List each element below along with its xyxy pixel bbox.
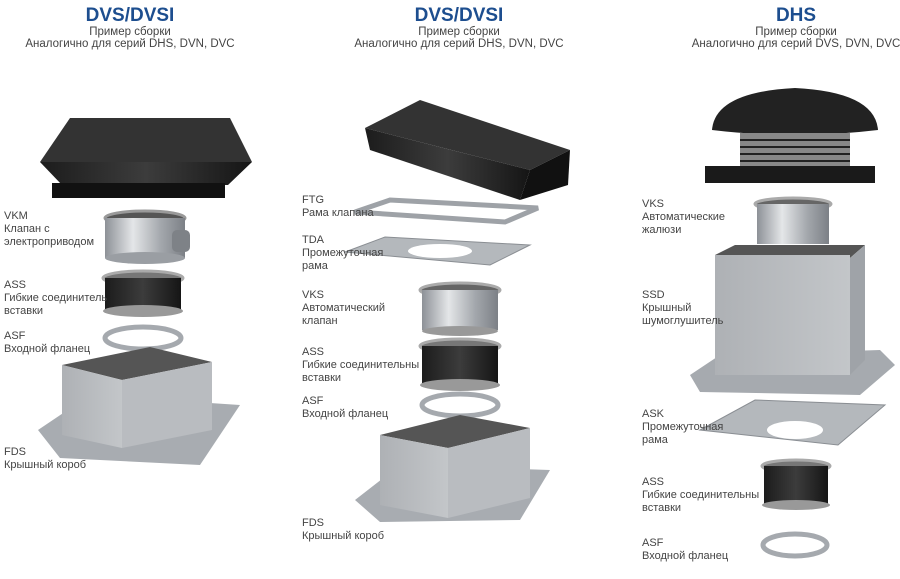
part-label-text: Клапан с [4, 223, 50, 235]
part-label-text: жалюзи [642, 224, 682, 236]
part-label-text: вставки [642, 502, 682, 514]
part-label-text: Гибкие соединительны [642, 489, 760, 501]
louvre-vks [753, 196, 833, 244]
column-subtitle: Пример сборки [89, 26, 171, 38]
part-label-text: шумоглушитель [642, 315, 724, 327]
roof-box-fds [38, 347, 240, 465]
part-label-text: ASS [302, 346, 325, 358]
part-label-text: ASS [4, 279, 27, 291]
part-label-text: вставки [302, 372, 342, 384]
part-label-text: ASS [642, 476, 665, 488]
part-label-text: Крышный короб [4, 459, 87, 471]
column-header-dvs-1: DVS/DVSI Пример сборки Аналогично для се… [0, 5, 260, 51]
part-label-text: VKS [642, 198, 665, 210]
inlet-flange-asf [419, 391, 501, 419]
column-title: DVS/DVSI [85, 5, 175, 26]
part-label-text: Входной фланец [4, 343, 91, 355]
part-label-text: Автоматический [302, 302, 386, 314]
roof-box-fds [355, 415, 550, 522]
part-label-text: Автоматические [642, 211, 726, 223]
flex-connector-ass [760, 458, 832, 510]
fan-housing-dvs-tilted [365, 100, 570, 200]
flex-connector-ass [418, 337, 502, 391]
part-label-text: SSD [642, 289, 665, 301]
column-note: Аналогично для серий DHS, DVN, DVC [354, 38, 564, 50]
column-subtitle: Пример сборки [755, 26, 837, 38]
part-label-text: Входной фланец [642, 550, 729, 562]
part-label-text: Гибкие соединительны [302, 359, 420, 371]
part-label-text: клапан [302, 315, 338, 327]
damper-frame-ftg [354, 197, 539, 225]
intermediate-frame-ask [698, 399, 887, 446]
part-label-text: TDA [302, 234, 324, 246]
part-label-text: ASF [642, 537, 664, 549]
silencer-ssd [690, 245, 895, 395]
fan-dhs [705, 88, 878, 183]
part-label-text: Рама клапана [302, 207, 374, 219]
column-subtitle: Пример сборки [418, 26, 500, 38]
intermediate-frame-tda [344, 236, 532, 266]
part-label-text: ASF [302, 395, 324, 407]
part-label-text: Промежуточная [302, 247, 384, 259]
part-label-text: VKM [4, 210, 28, 222]
part-label-text: Крышный [642, 302, 692, 314]
column-title: DVS/DVSI [414, 5, 504, 26]
damper-vkm [103, 209, 190, 264]
part-label-text: FDS [4, 446, 26, 458]
part-label-text: Крышный короб [302, 530, 385, 542]
flex-connector-ass [101, 269, 185, 317]
column-header-dhs: DHS Пример сборки Аналогично для серий D… [666, 5, 900, 51]
part-label-text: Входной фланец [302, 408, 389, 420]
column-header-dvs-2: DVS/DVSI Пример сборки Аналогично для се… [329, 5, 589, 51]
part-label-text: электроприводом [4, 236, 95, 248]
part-label-text: VKS [302, 289, 325, 301]
part-label-text: ASF [4, 330, 26, 342]
column-title: DHS [775, 5, 817, 26]
part-label-text: вставки [4, 305, 44, 317]
part-label-text: FDS [302, 517, 324, 529]
column-note: Аналогично для серий DHS, DVN, DVC [25, 38, 235, 50]
part-label-text: рама [642, 434, 668, 446]
damper-vks [418, 281, 502, 336]
part-label-text: Гибкие соединитель [4, 292, 108, 304]
part-label-text: Промежуточная [642, 421, 724, 433]
part-label-text: рама [302, 260, 328, 272]
column-note: Аналогично для серий DVS, DVN, DVC [691, 38, 900, 50]
inlet-flange-asf [760, 531, 830, 559]
part-label-text: FTG [302, 194, 324, 206]
inlet-flange-asf [102, 324, 184, 352]
fan-housing-dvs [40, 118, 252, 198]
part-label-text: ASK [642, 408, 665, 420]
